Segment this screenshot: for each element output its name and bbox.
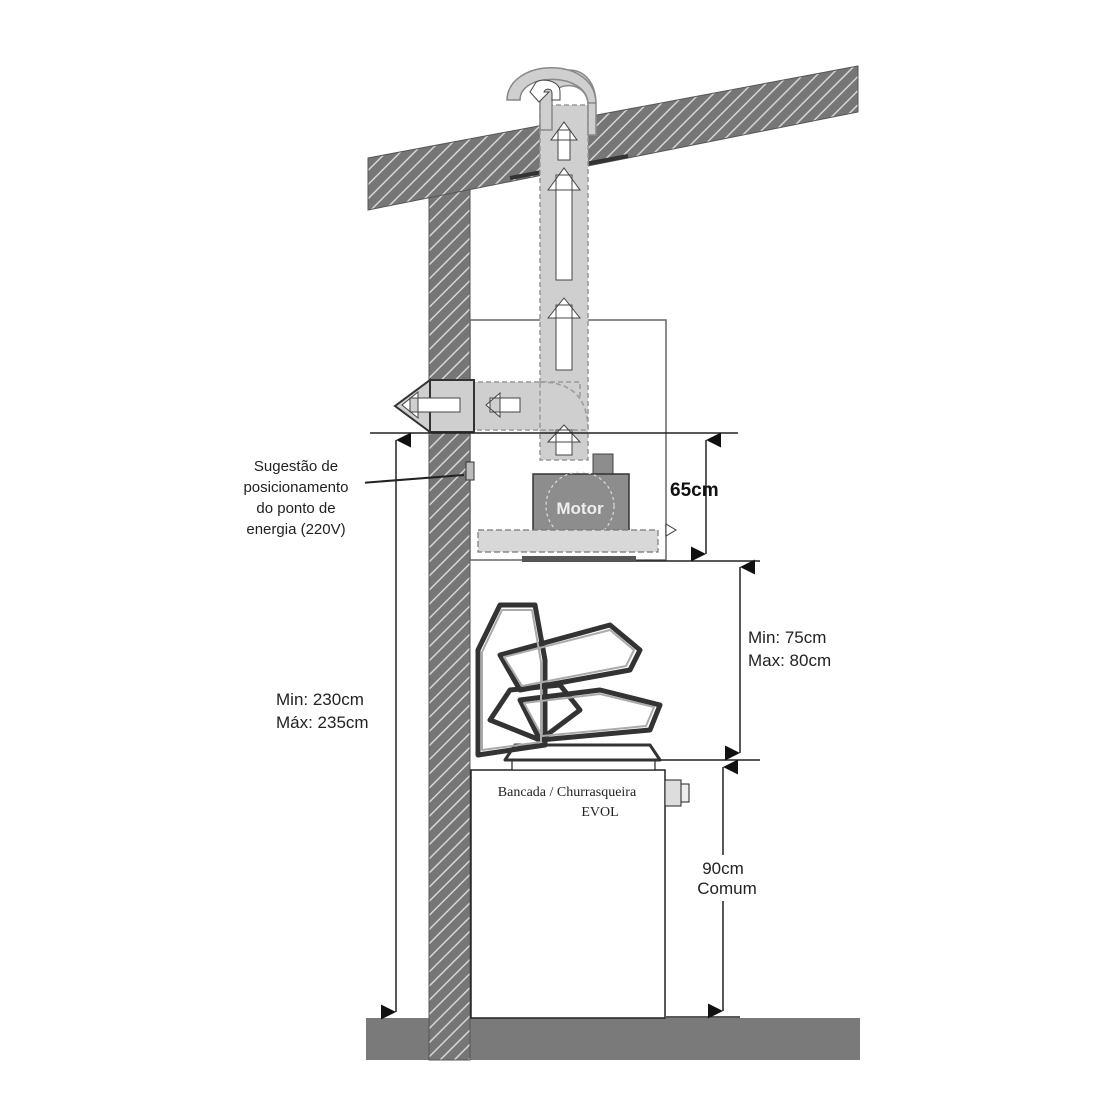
hood-height-label: 65cm — [670, 480, 719, 501]
counter-height-note: Comum — [697, 879, 757, 898]
counter-label-line1: Bancada / Churrasqueira — [498, 785, 637, 800]
motor-fan-ring — [545, 471, 615, 541]
power-outlet — [465, 461, 475, 481]
counter-knob-cap — [680, 783, 690, 803]
hood-clearance-max: Max: 80cm — [748, 651, 831, 670]
counter-dim-label-bg — [690, 855, 770, 901]
power-label-bg — [230, 455, 365, 543]
counter-label-line2: EVOL — [581, 805, 618, 820]
roof-slab — [367, 65, 859, 211]
motor-label: Motor — [556, 499, 604, 518]
power-label-line2: posicionamento — [243, 479, 348, 496]
total-label-bg — [272, 686, 394, 736]
power-label-line1: Sugestão de — [254, 458, 338, 475]
total-height-min: Min: 230cm — [276, 690, 364, 709]
hood-filter-tray — [477, 529, 659, 553]
motor-top-box — [592, 453, 614, 475]
airflow-arrows — [401, 79, 582, 456]
hood-knob — [665, 523, 677, 537]
cap-exit — [506, 67, 597, 104]
counter-knob — [664, 779, 682, 807]
power-label-line4: energia (220V) — [246, 521, 345, 538]
grill-lid-outlines — [475, 602, 663, 762]
hood-base-plate — [522, 556, 636, 562]
hood-clearance-min: Min: 75cm — [748, 628, 826, 647]
power-label-line3: do ponto de — [256, 500, 335, 517]
wall — [428, 184, 471, 1061]
counter-height-value: 90cm — [702, 859, 744, 878]
counter-cabinet — [470, 769, 666, 1019]
outlet-leader — [347, 474, 465, 485]
elbow-duct — [539, 381, 589, 431]
motor-body — [532, 473, 630, 535]
total-height-max: Máx: 235cm — [276, 713, 369, 732]
